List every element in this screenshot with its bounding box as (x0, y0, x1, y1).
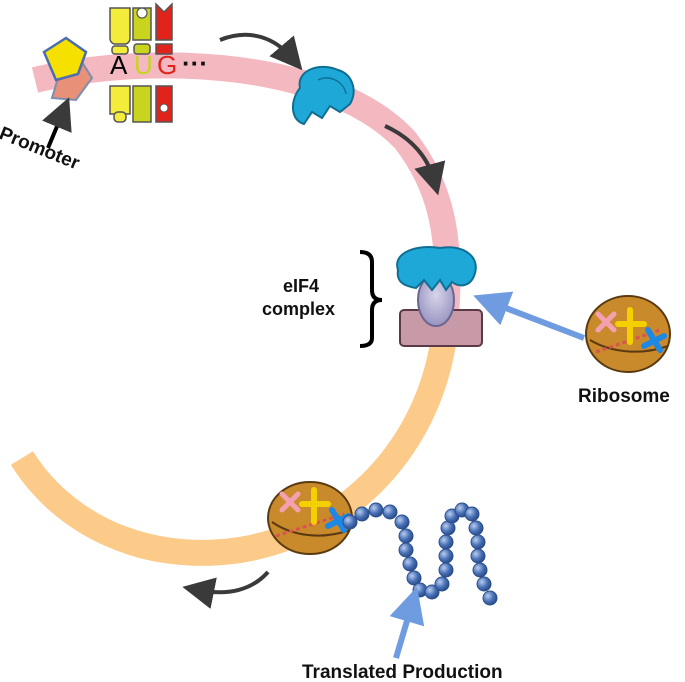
protein-bead (438, 534, 454, 550)
promoter-icon (42, 36, 94, 102)
trna-icon (109, 2, 173, 123)
ribosome-icon (585, 295, 671, 373)
product-arrow (389, 586, 425, 659)
codon-u-label: U (134, 50, 153, 80)
protein-bead (434, 576, 450, 592)
eif4-bracket (359, 250, 383, 348)
protein-bead (398, 542, 414, 558)
protein-bead (470, 548, 486, 564)
protein-bead (468, 520, 484, 536)
protein-bead (476, 576, 492, 592)
promoter-arrow (42, 97, 72, 149)
translated-production-label: Translated Production (302, 662, 503, 682)
protein-bead (470, 534, 486, 550)
ribosome-label: Ribosome (578, 386, 670, 407)
eif4-label-line1: eIF4 (283, 276, 319, 296)
eif4-cap-icon (292, 65, 355, 126)
scanning-arrow-2 (384, 124, 446, 196)
protein-bead (398, 528, 414, 544)
protein-bead (464, 506, 480, 522)
eif4-complex-icon (396, 246, 483, 347)
scanning-arrow-1 (219, 32, 303, 71)
protein-bead (424, 584, 440, 600)
protein-chain-icon (342, 502, 498, 606)
protein-bead (368, 502, 384, 518)
protein-bead (394, 514, 410, 530)
protein-bead (402, 556, 418, 572)
protein-bead (438, 548, 454, 564)
promoter-label: Promoter (0, 123, 83, 174)
mrna-5prime-strand (31, 52, 461, 316)
eif4-label-line2: complex (262, 299, 335, 319)
translating-ribosome-icon (267, 481, 353, 555)
protein-bead (354, 506, 370, 522)
protein-bead (382, 504, 398, 520)
protein-bead (406, 570, 422, 586)
protein-bead (342, 514, 358, 530)
mrna-3prime-strand (10, 314, 459, 566)
elongation-arrow (182, 570, 270, 609)
protein-bead (482, 590, 498, 606)
codon-g-label: G (157, 50, 177, 80)
protein-bead (472, 562, 488, 578)
ribosome-recruit-arrow (473, 291, 586, 341)
codon-ellipsis: ··· (182, 48, 208, 78)
codon-a-label: A (110, 50, 128, 80)
protein-bead (438, 562, 454, 578)
